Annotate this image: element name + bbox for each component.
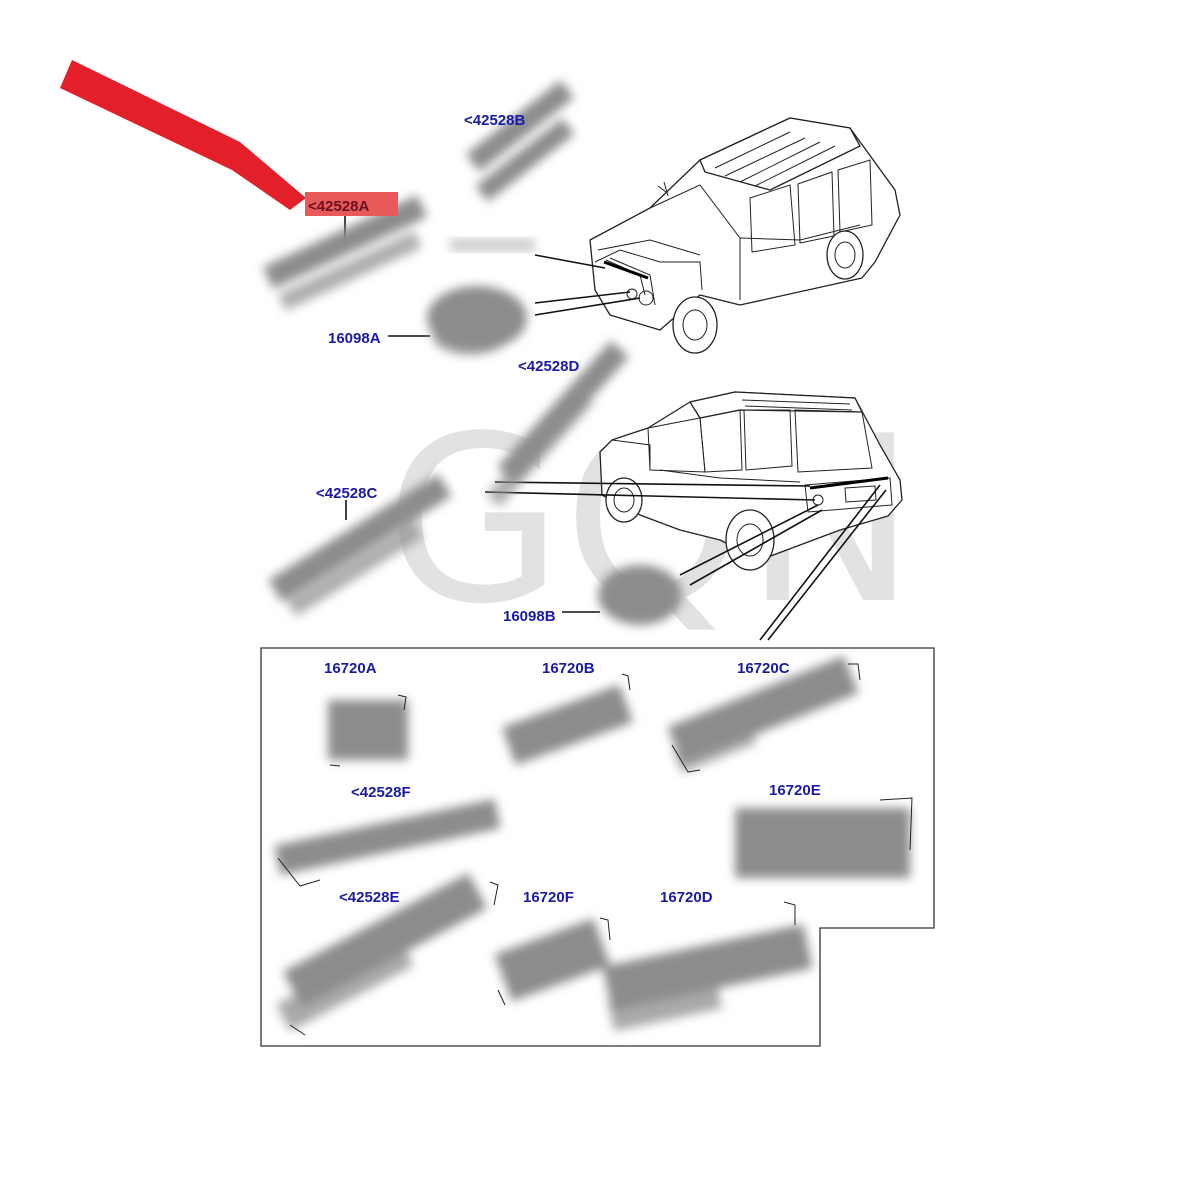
part-label-16720c[interactable]: 16720C	[737, 660, 790, 677]
part-label-42528a[interactable]: <42528A	[308, 198, 369, 215]
part-label-42528b[interactable]: <42528B	[464, 112, 525, 129]
rear-vehicle-illustration	[599, 391, 903, 571]
part-label-42528f[interactable]: <42528F	[351, 784, 411, 801]
highlight-box	[305, 192, 398, 216]
blurred-part-images-upper	[262, 80, 682, 625]
part-label-16720f[interactable]: 16720F	[523, 889, 574, 906]
part-label-16098a[interactable]: 16098A	[328, 330, 381, 347]
part-label-16098b[interactable]: 16098B	[503, 608, 556, 625]
part-label-42528d[interactable]: <42528D	[518, 358, 579, 375]
blurred-part-images-detail	[274, 655, 913, 1036]
front-vehicle-illustration	[589, 117, 901, 354]
part-labels: <42528B <42528A 16098A <42528D <42528C 1…	[308, 112, 821, 906]
part-label-42528e[interactable]: <42528E	[339, 889, 399, 906]
part-label-16720e[interactable]: 16720E	[769, 782, 821, 799]
part-label-16720a[interactable]: 16720A	[324, 660, 377, 677]
part-label-16720b[interactable]: 16720B	[542, 660, 595, 677]
part-label-42528c[interactable]: <42528C	[316, 485, 377, 502]
part-label-16720d[interactable]: 16720D	[660, 889, 713, 906]
highlight-arrow	[60, 60, 306, 210]
detail-box	[260, 647, 935, 1047]
